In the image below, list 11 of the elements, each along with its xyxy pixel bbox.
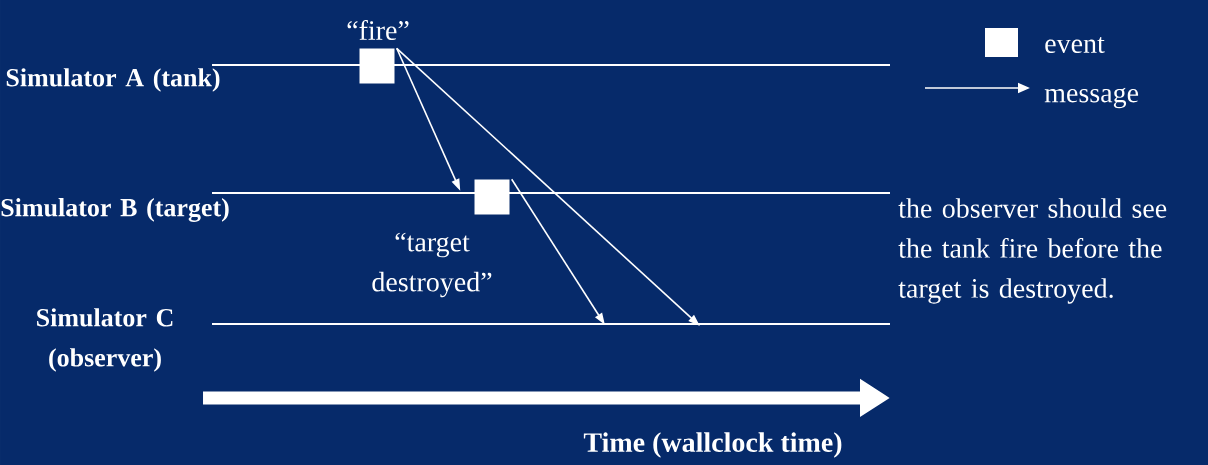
legend-text: message — [1044, 87, 1139, 109]
lifeline-label: Simulator C (observer) — [37, 308, 173, 372]
event-square — [474, 179, 510, 215]
event-square — [359, 48, 395, 84]
axis-label: Time (wallclock time) — [583, 432, 842, 458]
legend-text: event — [1045, 36, 1105, 53]
event-label: “fire” — [347, 20, 409, 40]
lifeline-label: Simulator A (tank) — [6, 68, 220, 92]
event-label: “target destroyed” — [372, 232, 492, 298]
note-text: the observer should see the tank fire before the target is destroyed. — [898, 198, 1167, 304]
lifeline-label: Simulator B (target) — [1, 198, 229, 222]
